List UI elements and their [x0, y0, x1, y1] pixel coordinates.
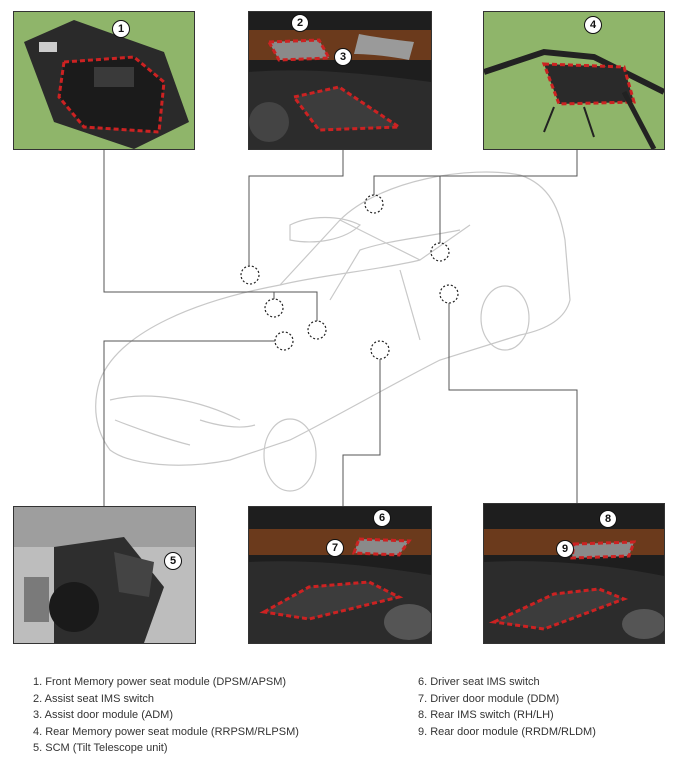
- marker-assist-switch: [307, 320, 327, 340]
- marker-rear-door-top: [430, 242, 450, 262]
- callout-8: 8: [599, 510, 617, 528]
- callout-6: 6: [373, 509, 391, 527]
- callout-2: 2: [291, 14, 309, 32]
- callout-3: 3: [334, 48, 352, 66]
- legend-item: 6. Driver seat IMS switch: [418, 676, 540, 688]
- photo-rear-seat-module: 4: [483, 11, 665, 150]
- callout-7: 7: [326, 539, 344, 557]
- legend-item: 8. Rear IMS switch (RH/LH): [418, 709, 554, 721]
- legend-item: 9. Rear door module (RRDM/RLDM): [418, 725, 596, 738]
- leader-lines: [103, 150, 578, 506]
- car-illustration: [95, 171, 571, 492]
- legend-item: 4. Rear Memory power seat module (RRPSM/…: [33, 725, 299, 738]
- callout-1: 1: [112, 20, 130, 38]
- legend-left: 1. Front Memory power seat module (DPSM/…: [33, 674, 299, 757]
- legend-right: 6. Driver seat IMS switch 7. Driver door…: [418, 674, 596, 740]
- callout-5: 5: [164, 552, 182, 570]
- callout-4: 4: [584, 16, 602, 34]
- marker-driver-door: [370, 340, 390, 360]
- legend-item: 5. SCM (Tilt Telescope unit): [33, 742, 168, 754]
- car-location-markers: [240, 194, 459, 360]
- marker-assist-door: [240, 265, 260, 285]
- marker-rear-seat: [364, 194, 384, 214]
- legend-item: 2. Assist seat IMS switch: [33, 692, 155, 705]
- photo-scm-unit: 5: [13, 506, 196, 644]
- photo-assist-door: 2 3: [248, 11, 432, 150]
- photo-driver-door: 6 7: [248, 506, 432, 644]
- callout-9: 9: [556, 540, 574, 558]
- marker-rear-door: [439, 284, 459, 304]
- legend-item: 3. Assist door module (ADM): [33, 709, 173, 721]
- legend-item: 7. Driver door module (DDM): [418, 692, 560, 705]
- marker-front-seat: [264, 298, 284, 318]
- legend-item: 1. Front Memory power seat module (DPSM/…: [33, 676, 287, 688]
- marker-scm: [274, 331, 294, 351]
- photo-rear-door: 8 9: [483, 503, 665, 644]
- photo-front-seat-module: 1: [13, 11, 195, 150]
